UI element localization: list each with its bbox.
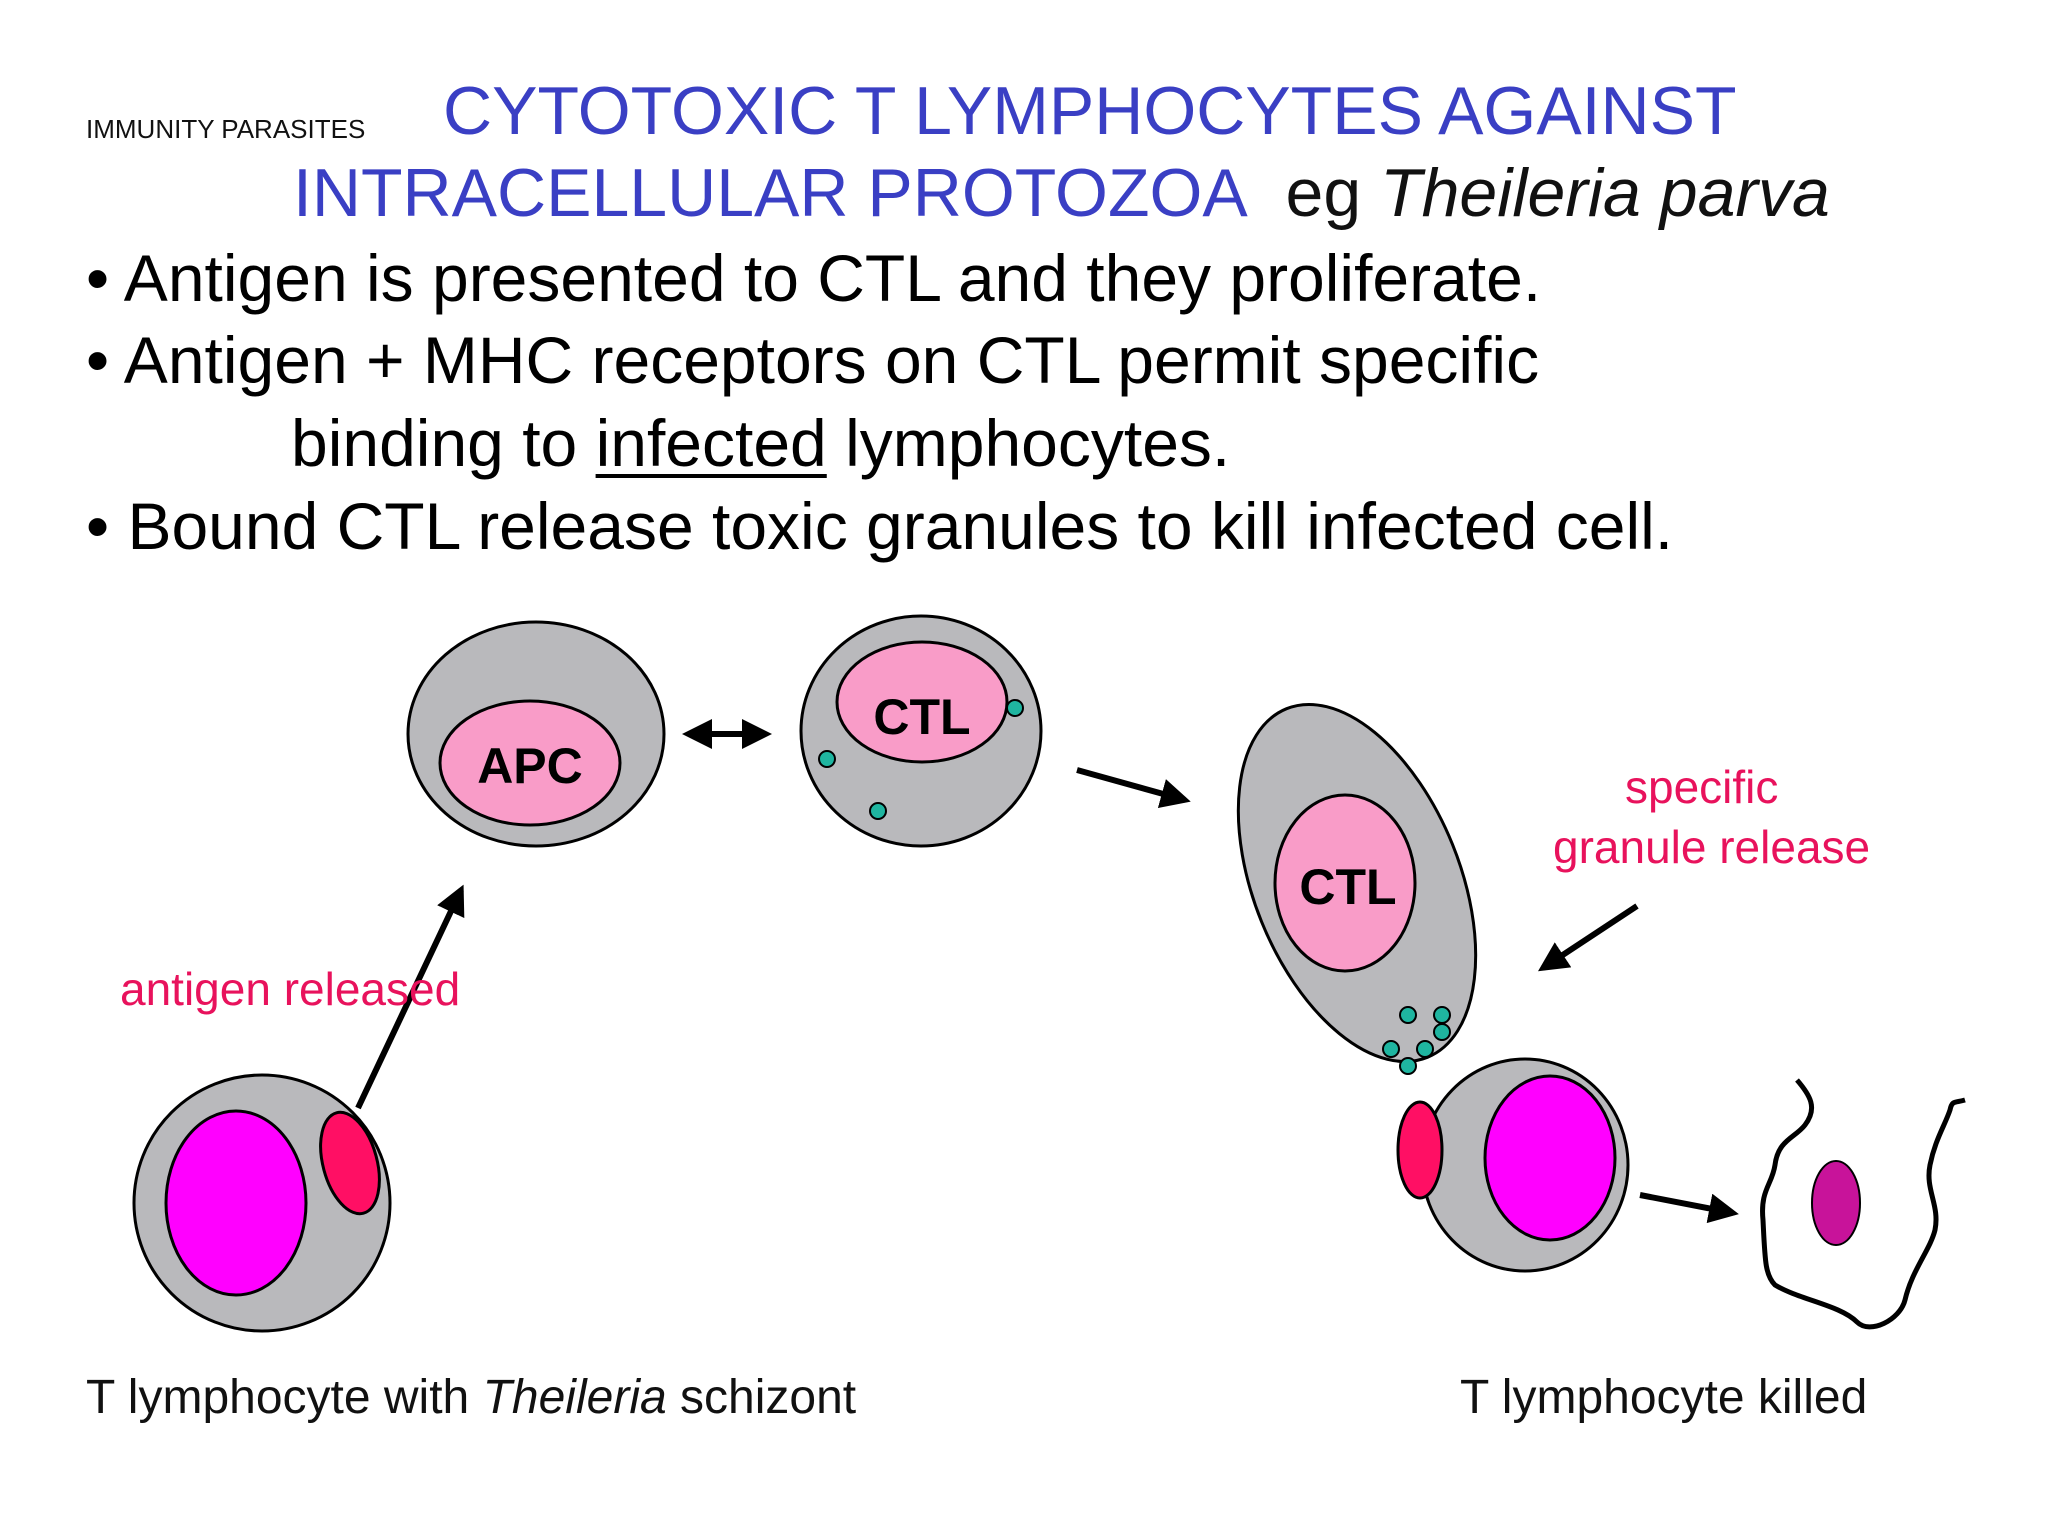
granule bbox=[1382, 1040, 1400, 1058]
granule bbox=[1399, 1006, 1417, 1024]
ruptured-membrane bbox=[1760, 1078, 1966, 1330]
infected-lymphocyte bbox=[132, 1073, 392, 1333]
killed-cell bbox=[1760, 1078, 1966, 1330]
schizont-left bbox=[319, 1110, 381, 1216]
apc-label: APC bbox=[477, 738, 583, 794]
caption-left-post: schizont bbox=[680, 1371, 857, 1424]
granule bbox=[1433, 1006, 1451, 1024]
title-eg: eg bbox=[1285, 155, 1362, 231]
granule bbox=[818, 750, 836, 768]
ctl-label-1: CTL bbox=[873, 689, 970, 745]
apc-cell: APC bbox=[406, 620, 666, 848]
apc-nucleus bbox=[438, 699, 622, 827]
target-nucleus bbox=[1483, 1074, 1617, 1242]
bullet-2-cont-post: lymphocytes. bbox=[845, 406, 1231, 480]
infected-nucleus bbox=[164, 1109, 308, 1297]
caption-left-italic: Theileria bbox=[482, 1371, 667, 1424]
ctl-label-2: CTL bbox=[1299, 859, 1396, 915]
title-line-2: INTRACELLULAR PROTOZOA eg Theileria parv… bbox=[293, 154, 1830, 232]
granule bbox=[1416, 1040, 1434, 1058]
schizont bbox=[1396, 1100, 1444, 1200]
bullet-2: • Antigen + MHC receptors on CTL permit … bbox=[86, 323, 1540, 397]
arrow-granule-release bbox=[1537, 903, 1639, 972]
granule bbox=[1433, 1023, 1451, 1041]
arrow-ctl-to-binding bbox=[1076, 767, 1191, 809]
bullet-3: • Bound CTL release toxic granules to ki… bbox=[86, 489, 1674, 563]
dead-nucleus bbox=[1811, 1160, 1861, 1246]
bullet-2-continuation: binding to infected lymphocytes. bbox=[291, 405, 1230, 481]
label-granule-release: granule release bbox=[1553, 821, 1871, 873]
title-species: Theileria parva bbox=[1380, 155, 1830, 231]
label-specific: specific bbox=[1625, 761, 1779, 813]
title-line-2-main: INTRACELLULAR PROTOZOA bbox=[293, 155, 1248, 231]
ctl-nucleus-1 bbox=[835, 640, 1009, 764]
caption-left-pre: T lymphocyte with bbox=[86, 1371, 470, 1424]
ctl-nucleus-2 bbox=[1273, 793, 1417, 973]
bullet-1: • Antigen is presented to CTL and they p… bbox=[86, 241, 1542, 315]
label-antigen-released: antigen released bbox=[120, 963, 461, 1015]
title-line-1: CYTOTOXIC T LYMPHOCYTES AGAINST bbox=[443, 73, 1737, 149]
granule bbox=[869, 802, 887, 820]
ctl-cell-bound: CTL bbox=[1236, 702, 1478, 1075]
caption-right: T lymphocyte killed bbox=[1460, 1371, 1868, 1424]
ctl-cell-1: CTL bbox=[799, 614, 1043, 848]
caption-left: T lymphocyte with Theileria schizont bbox=[86, 1370, 856, 1425]
course-label: IMMUNITY PARASITES bbox=[86, 114, 366, 144]
bullet-2-underlined-word: infected bbox=[595, 406, 827, 480]
bullet-2-cont-pre: binding to bbox=[291, 406, 578, 480]
granule bbox=[1399, 1057, 1417, 1075]
target-infected-cell bbox=[1396, 1057, 1630, 1273]
arrow-to-killed bbox=[1639, 1192, 1739, 1224]
arrow-antigen-released bbox=[355, 884, 465, 1110]
granule bbox=[1006, 699, 1024, 717]
